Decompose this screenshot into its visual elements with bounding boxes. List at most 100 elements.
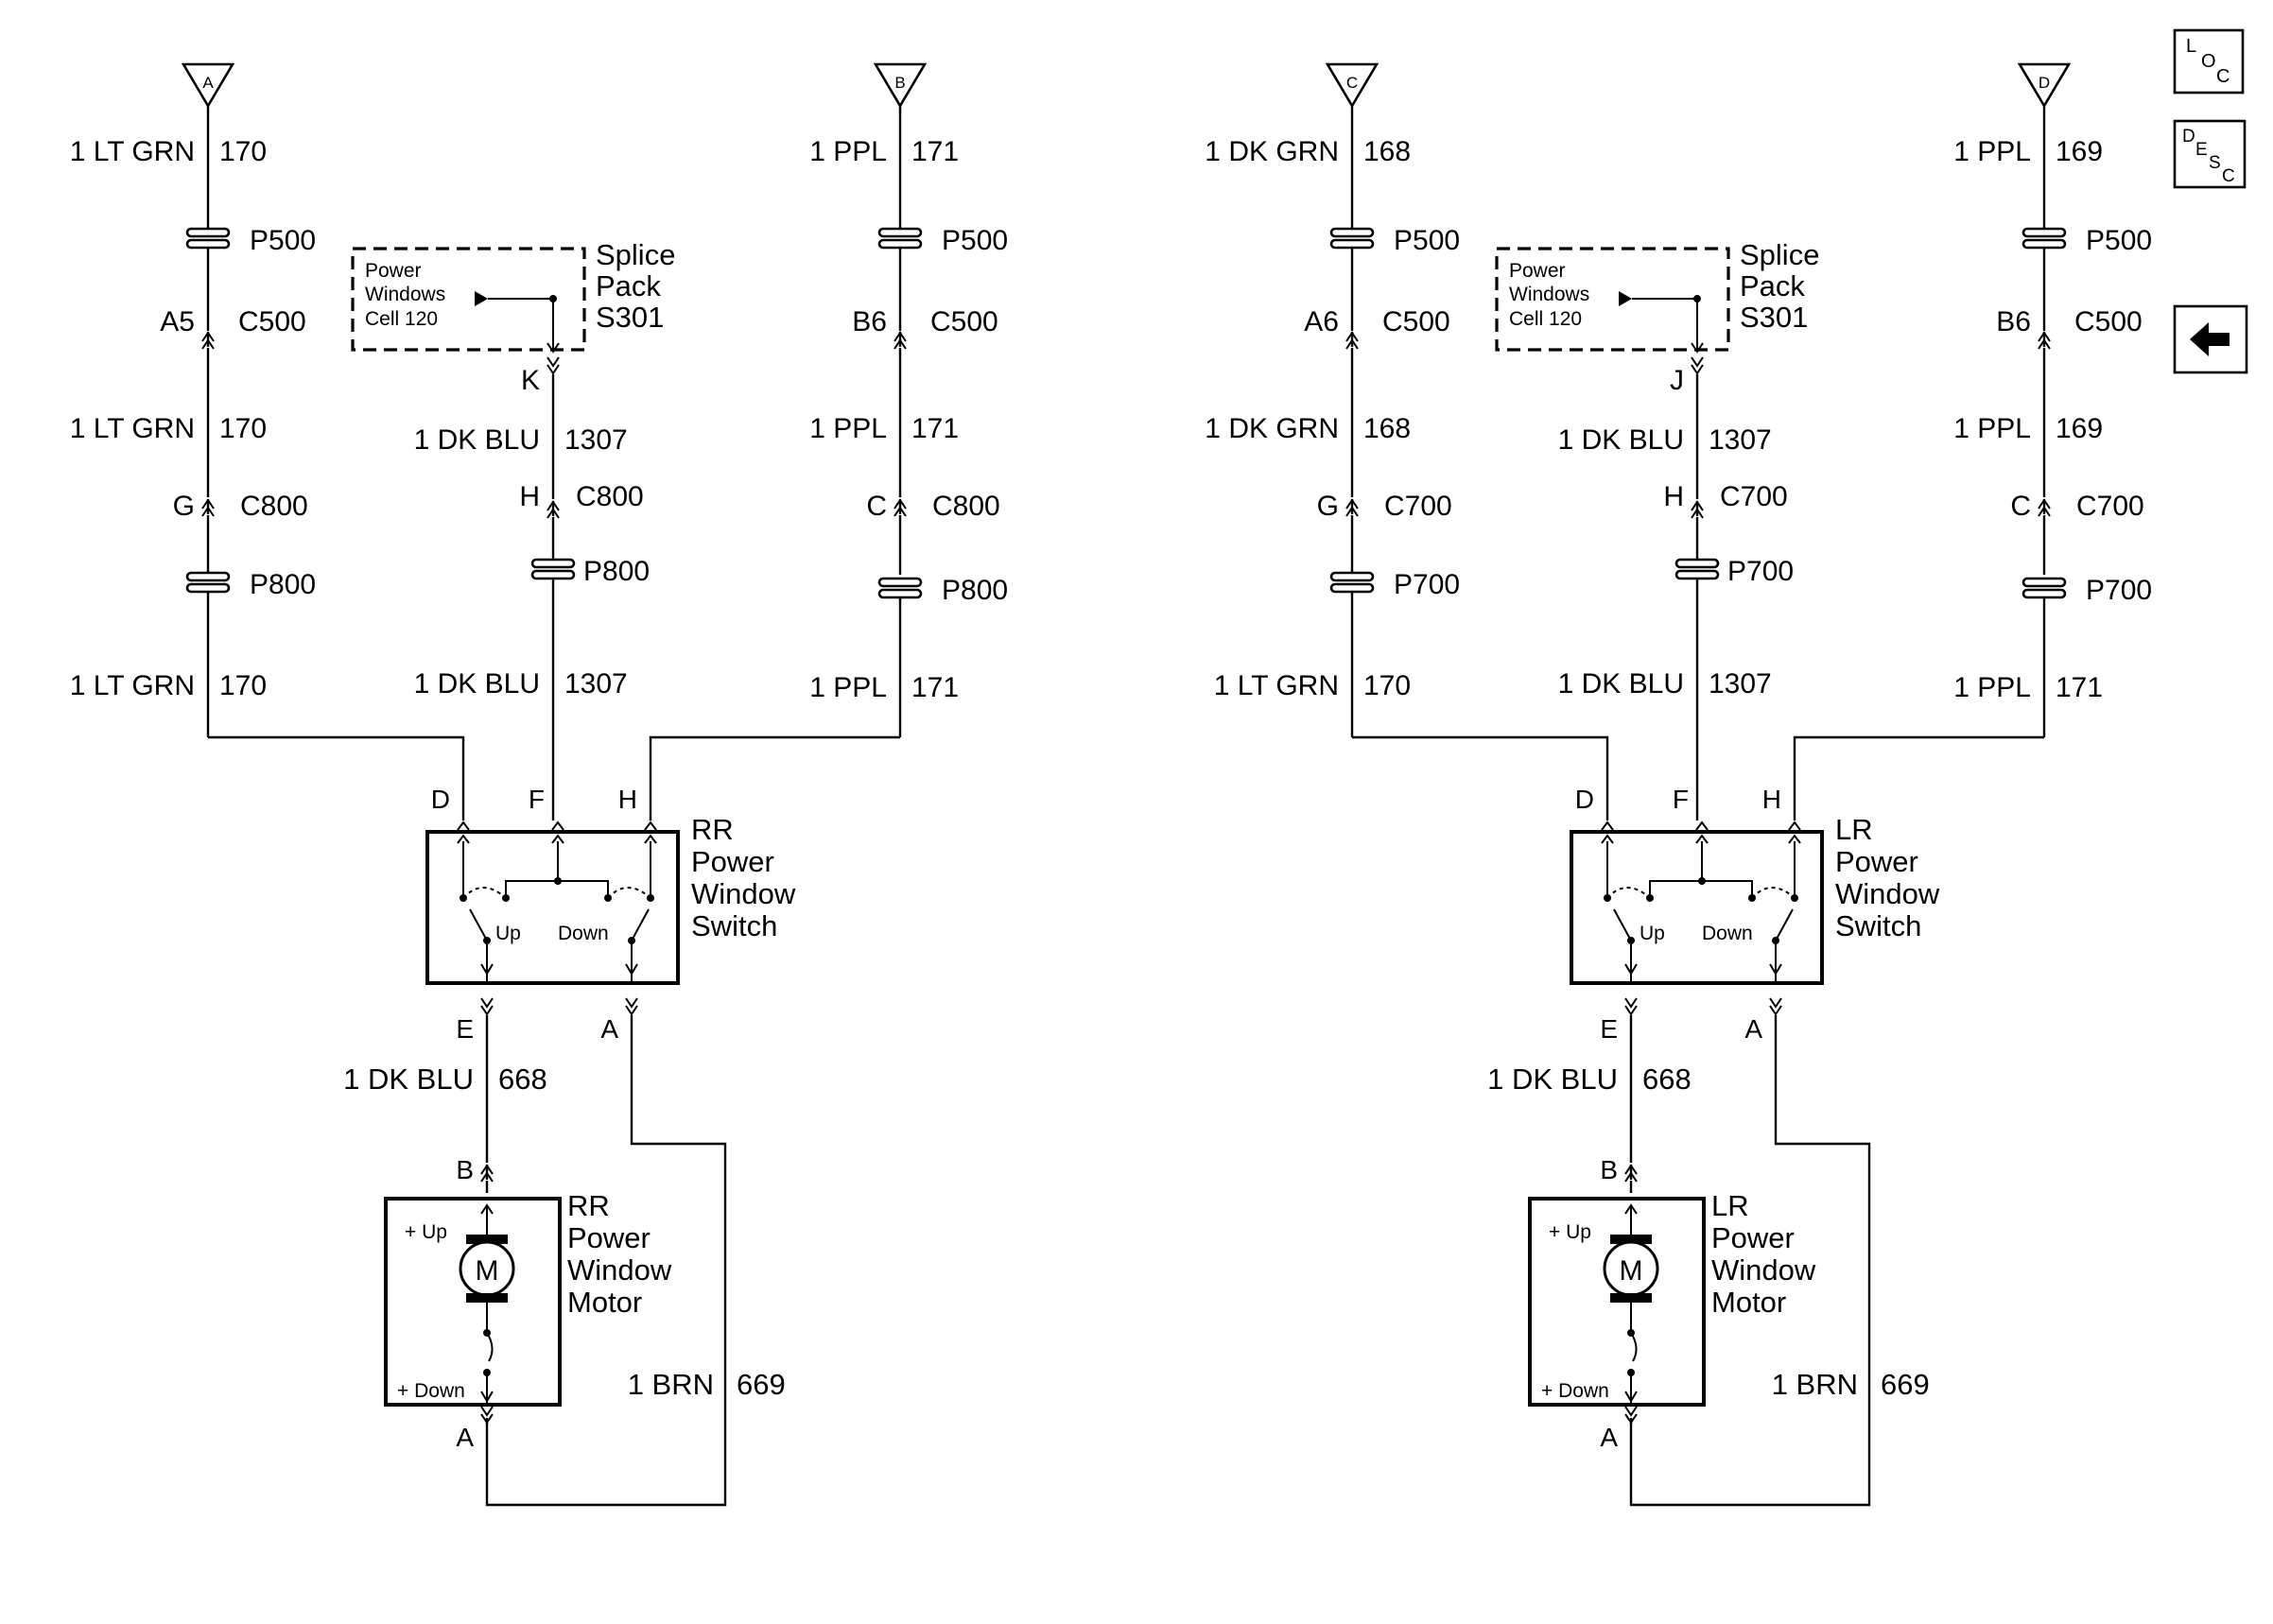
ref-triangle-a [1325,62,1379,109]
p800-grommet-mid [530,558,576,580]
loc-char-c: C [2216,66,2230,87]
switch-name-label: Power [691,845,774,878]
switch-common-bar [1649,880,1753,896]
ref-triangle-b [873,62,928,109]
p500-grommet-b [877,227,923,250]
wire-b-c800: C700 [2076,491,2144,522]
splice-inner-label: Windows [1509,284,1589,305]
switch-e-arrow [1624,963,1638,976]
wire-b-color-2: 1 PPL [809,413,887,444]
motor-down-label: + Down [1541,1380,1609,1402]
switch-name-label: RR [691,813,734,846]
switch-pin-arrow-d [1601,821,1614,831]
wire-a-c800: C800 [240,491,308,522]
c800-terminal-b [2037,497,2052,518]
switch-pin-e: E [456,1014,474,1044]
switch-a-arrow [1769,963,1782,976]
wire-b-circuit-1: 171 [911,136,959,167]
switch-blade-down [1775,908,1794,942]
wire-669-circuit: 669 [737,1368,786,1401]
desc-char-c: C [2222,166,2235,186]
wire-b-circuit-3: 171 [911,672,959,703]
motor-name-label: RR [567,1189,610,1222]
wire-a-cavity-1: A6 [1304,306,1339,337]
switch-e-arrow [480,963,494,976]
splice-pack-label: Pack [596,269,661,302]
loc-icon[interactable]: L O C [2173,28,2245,95]
ref-letter-b: B [894,74,905,92]
wire-b-color-2: 1 PPL [1953,413,2031,444]
wire-mid-color-1: 1 DK BLU [1558,424,1684,456]
wire-669 [485,1015,727,1507]
splice-pack-label: Splice [596,238,675,271]
wire-a-c500: C500 [238,306,306,337]
c800-terminal-a [1345,497,1360,518]
switch-blade-down [631,908,650,942]
wire-b-c500: C500 [930,306,998,337]
wire-a-circuit-1: 168 [1363,136,1411,167]
splice-terminal [547,356,560,374]
back-arrow-icon[interactable] [2173,304,2248,374]
c500-terminal-b [2037,330,2052,351]
c800-terminal-a [200,497,216,518]
motor-brush-bottom [1610,1293,1652,1303]
motor-limit-switch [1630,1332,1638,1362]
wire-b-circuit-2: 169 [2056,413,2103,444]
switch-name-label: LR [1835,813,1873,846]
wire-b-circuit-1: 169 [2056,136,2103,167]
switch-pin-f: F [1673,785,1689,814]
switch-pin-arrow-f [1695,821,1709,831]
wire-a-c800: C700 [1384,491,1452,522]
p800-grommet-mid [1674,558,1720,580]
loc-char-l: L [2186,36,2196,57]
wire-b-cavity-2: C [2010,491,2031,522]
motor-name-label: Power [567,1221,651,1254]
motor-b-terminal [479,1163,495,1183]
wire-mid-c800: C700 [1720,481,1788,512]
splice-arrow-icon [475,291,488,306]
wire-a-color-2: 1 DK GRN [1205,413,1339,444]
wire-b-color-3: 1 PPL [809,672,887,703]
wire-669 [1629,1015,1871,1507]
switch-down-arc [1751,887,1796,899]
wire-a-circuit-3: 170 [219,670,267,701]
ref-letter-a: A [202,74,214,92]
wire-a-p500: P500 [250,225,316,256]
splice-inner-label: Power [1509,260,1566,282]
c500-terminal-b [893,330,908,351]
switch-name-label: Switch [691,909,777,942]
motor-name-label: LR [1711,1189,1749,1222]
wire-b-cavity-2: C [866,491,887,522]
wire-mid-p800: P800 [583,556,650,587]
wire-a-circuit-2: 170 [219,413,267,444]
wire-668-color: 1 DK BLU [1487,1063,1618,1096]
wire-a-c500: C500 [1382,306,1450,337]
ref-triangle-b [2017,62,2072,109]
c800-terminal-mid [546,499,561,520]
splice-inner-label: Cell 120 [1509,308,1582,330]
wire-a-p800: P800 [250,569,316,600]
motor-brush-top [1610,1235,1652,1244]
p800-grommet-b [2021,577,2067,599]
switch-blade-up [1613,908,1632,942]
splice-inner-label: Power [365,260,422,282]
wire-668-circuit: 668 [498,1063,547,1096]
switch-a-terminal [625,997,638,1015]
wire-669-circuit: 669 [1881,1368,1930,1401]
motor-pin-a: A [1600,1423,1618,1452]
wire-a-circuit-2: 168 [1363,413,1411,444]
motor-box [384,1197,562,1407]
desc-char-e: E [2195,140,2208,160]
desc-icon[interactable]: D E S C [2173,119,2247,189]
wire-a-color-3: 1 LT GRN [1214,670,1339,701]
switch-a-terminal [1769,997,1782,1015]
switch-pin-a: A [1744,1014,1762,1044]
motor-down-label: + Down [397,1380,465,1402]
motor-brush-top [466,1235,508,1244]
wire-668-color: 1 DK BLU [343,1063,474,1096]
